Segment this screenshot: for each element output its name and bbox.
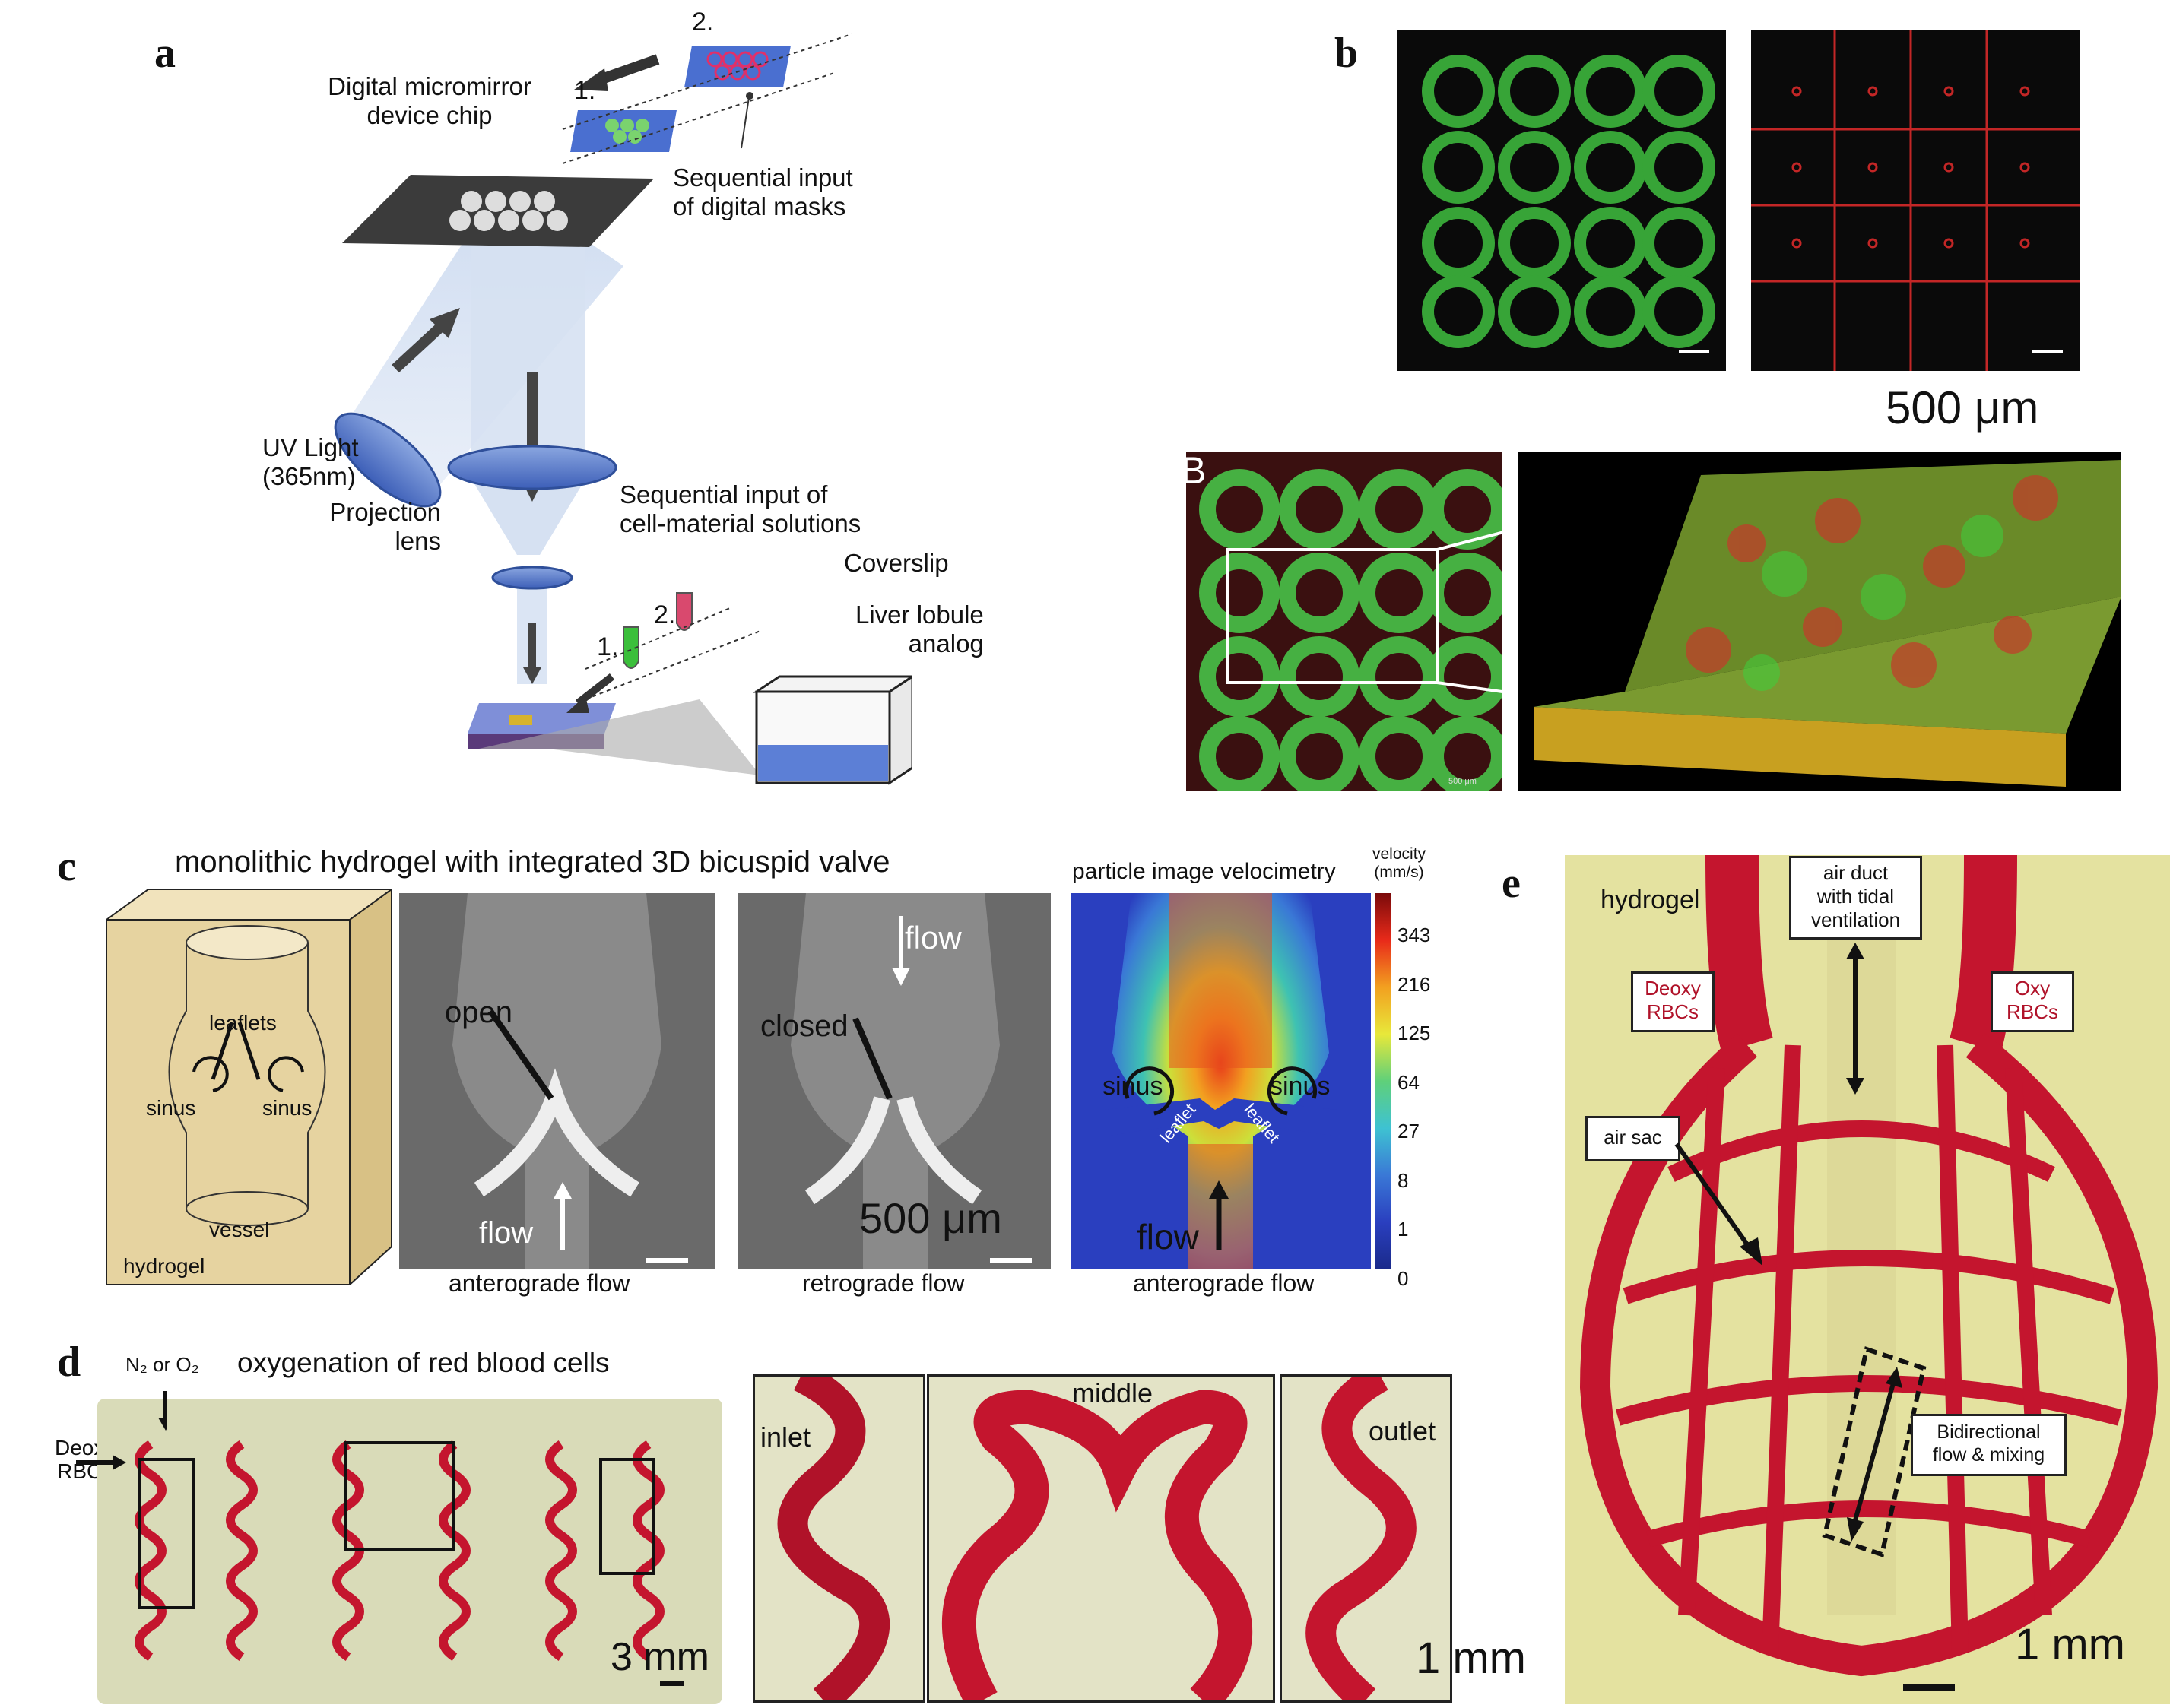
colorbar-ticks: 343 216 125 64 27 8 1 0 [1397, 911, 1430, 1303]
retro-caption: retrograde flow [802, 1269, 965, 1297]
outlet-label: outlet [1369, 1415, 1436, 1447]
anterograde-image [399, 893, 715, 1269]
panel-label-a: a [154, 30, 176, 77]
e-air-sac-label: air sac [1585, 1116, 1680, 1161]
d-scale-left: 3 mm [611, 1635, 709, 1679]
sol-1-label: 1. [597, 632, 619, 661]
inlet-image [753, 1363, 925, 1708]
colorbar-tick: 216 [1397, 972, 1431, 996]
e-deoxy-label: Deoxy RBCs [1631, 971, 1715, 1032]
panel-label-d: d [57, 1339, 81, 1386]
dmd-schematic [334, 33, 916, 785]
colorbar-tick: 1 [1397, 1218, 1409, 1241]
colorbar-tick: 343 [1397, 924, 1431, 946]
panel-label-e: e [1502, 860, 1521, 907]
d-title: oxygenation of red blood cells [237, 1347, 610, 1378]
scale-bar-green [1679, 350, 1709, 353]
solutions-label: Sequential input of cell-material soluti… [620, 480, 861, 537]
piv-sinus-right: sinus [1270, 1072, 1331, 1101]
ante-caption: anterograde flow [449, 1269, 630, 1297]
zoom-cone [479, 699, 760, 775]
vertical-beam [471, 205, 585, 479]
colorbar-title: velocity (mm/s) [1372, 845, 1426, 882]
panel-label-c: c [57, 843, 76, 890]
retro-scale: 500 μm [859, 1194, 1002, 1242]
ante-open: open [445, 996, 512, 1029]
colorbar-tick: 0 [1397, 1266, 1409, 1290]
middle-label: middle [1072, 1377, 1153, 1409]
e-bidirectional-label: Bidirectional flow & mixing [1911, 1414, 2067, 1476]
ante-flow: flow [479, 1216, 534, 1250]
d-arrows [76, 1391, 167, 1470]
zoom-box [1226, 548, 1439, 684]
colorbar-tick: 27 [1397, 1120, 1420, 1142]
dmd-chip-label: Digital micromirror device chip [328, 72, 531, 129]
oxygenation-image [97, 1399, 722, 1704]
red-fluorescence-image [1751, 30, 2080, 371]
b-scale-text: 500 μm [1886, 382, 2039, 433]
e-hydrogel-label: hydrogel [1601, 886, 1700, 914]
scale-bar-red [2032, 350, 2063, 353]
projection-lens-1 [447, 445, 617, 490]
colorbar-tick: 125 [1397, 1022, 1431, 1044]
converging-beam [471, 479, 585, 555]
coverslip-label: Coverslip [844, 549, 949, 577]
d-gas-label: N₂ or O₂ [125, 1353, 199, 1376]
retro-flow: flow [905, 920, 962, 955]
d-scale-right: 1 mm [1416, 1634, 1526, 1683]
b-inset-scale: 500 μm [1448, 777, 1477, 786]
retro-closed: closed [760, 1009, 849, 1043]
mask-2-label: 2. [692, 8, 714, 36]
schem-vessel: vessel [209, 1218, 270, 1241]
green-fluorescence-image [1397, 30, 1726, 371]
colorbar [1375, 893, 1391, 1269]
uv-arrow [392, 318, 449, 373]
panel-label-b: b [1334, 30, 1359, 77]
e-air-duct-label: air duct with tidal ventilation [1789, 856, 1922, 940]
schem-hydrogel: hydrogel [123, 1254, 205, 1278]
uv-lens [334, 412, 442, 508]
retrograde-image [738, 893, 1051, 1269]
e-duct-arrow [1846, 943, 1864, 1095]
d-outlet-box [599, 1458, 655, 1575]
schem-leaflets: leaflets [209, 1011, 277, 1035]
colorbar-tick: 64 [1397, 1070, 1420, 1094]
mask-1-label: 1. [574, 76, 596, 105]
schem-sinus-right: sinus [262, 1096, 312, 1120]
d-inlet-box [138, 1458, 195, 1609]
masks-label: Sequential input of digital masks [673, 163, 853, 220]
valve-schematic [103, 888, 395, 1287]
middle-image [927, 1374, 1275, 1708]
piv-sinus-left: sinus [1102, 1072, 1163, 1101]
e-scale: 1 mm [2015, 1620, 2125, 1669]
piv-flow: flow [1137, 1217, 1199, 1256]
sol-2-label: 2. [654, 600, 676, 629]
inlet-label: inlet [760, 1421, 811, 1453]
projection-lens-2 [491, 566, 573, 590]
e-oxy-label: Oxy RBCs [1991, 971, 2074, 1032]
colorbar-tick: 8 [1397, 1168, 1409, 1192]
merged-fluorescence-image [1186, 452, 1508, 797]
b-inset-label: B [1181, 449, 1207, 492]
c-title: monolithic hydrogel with integrated 3D b… [175, 845, 890, 879]
dmd-pattern [449, 191, 568, 231]
tube-red [676, 592, 693, 631]
e-air-sac-arrow [1674, 1142, 1762, 1266]
uv-light-label: UV Light (365nm) [262, 433, 359, 490]
mask-1 [570, 110, 677, 152]
tube-green [623, 626, 639, 669]
e-mixing-box [1822, 1346, 1927, 1557]
piv-caption: anterograde flow [1133, 1269, 1315, 1297]
piv-image [1071, 893, 1371, 1269]
schem-sinus-left: sinus [146, 1096, 196, 1120]
lobule-label: Liver lobule analog [855, 600, 984, 658]
panel-a [228, 15, 916, 791]
piv-title: particle image velocimetry [1072, 859, 1336, 884]
d-middle-box [344, 1441, 455, 1551]
projection-lens-label: Projection lens [329, 498, 441, 555]
outlet-image [1280, 1363, 1452, 1708]
3d-rendering-image [1518, 452, 2121, 791]
